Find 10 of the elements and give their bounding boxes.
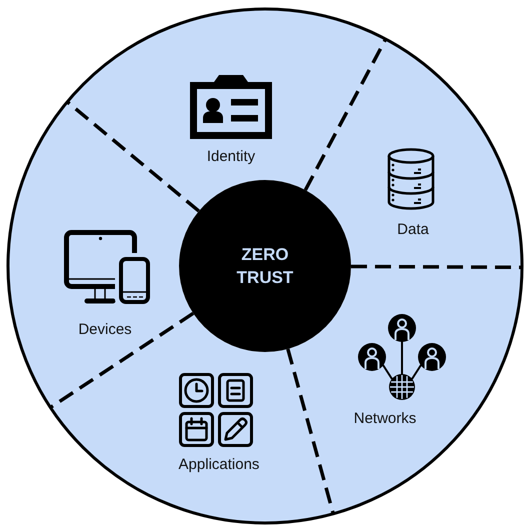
center-label: ZERO TRUST: [236, 244, 294, 289]
segment-label: Networks: [354, 410, 416, 428]
segment-label: Identity: [206, 148, 256, 166]
segment-label: Data: [397, 221, 429, 239]
pie-segment: [67, 9, 386, 212]
pie-segment: [305, 39, 522, 268]
segment-label: Applications: [178, 456, 260, 474]
pie-segment: [8, 101, 199, 408]
segment-label: Devices: [78, 321, 132, 339]
pie-segment: [50, 313, 334, 523]
